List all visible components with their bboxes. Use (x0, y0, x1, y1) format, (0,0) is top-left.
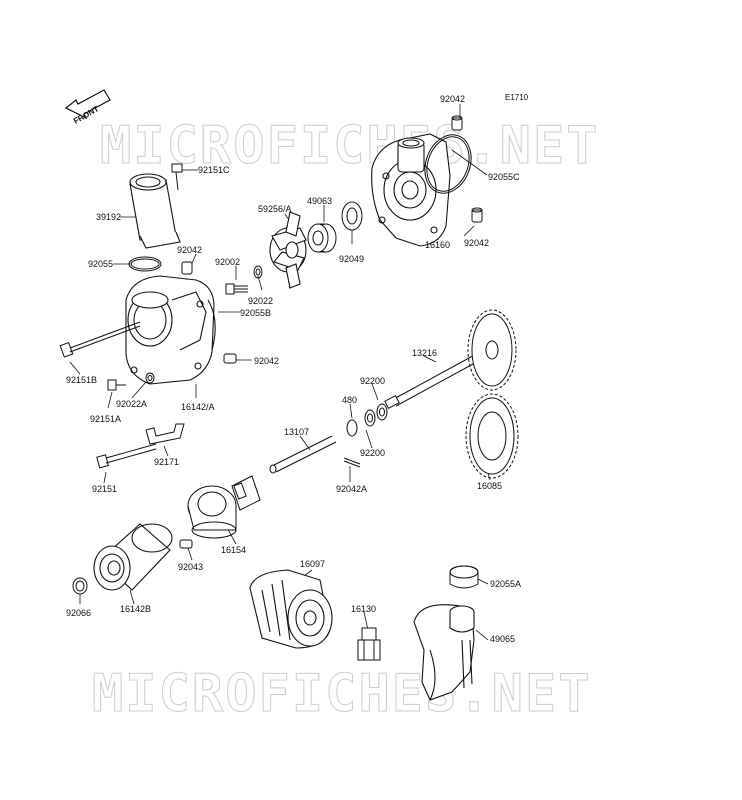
part-label: 13107 (284, 427, 310, 437)
part-label: 92049 (339, 254, 365, 264)
part-label: 92151C (198, 165, 230, 175)
watermark-bottom: MICROFICHES.NET (92, 664, 592, 724)
pump-body-16142A (125, 275, 216, 385)
filter-16142B (93, 523, 173, 591)
part-label: 16097 (300, 559, 326, 569)
gear-13216 (467, 309, 517, 391)
part-label: 49063 (307, 196, 333, 206)
part-label: 59256/A (258, 204, 292, 214)
part-label: 49065 (490, 634, 516, 644)
fitting-39192 (129, 173, 181, 249)
dowel-pin-92042-right (471, 207, 483, 223)
washer-92200-upper (376, 403, 388, 421)
part-label: 92042 (254, 356, 280, 366)
dowel-pin-92042-top (451, 115, 463, 131)
part-label: 92151A (90, 414, 122, 424)
part-label: 39192 (96, 212, 122, 222)
o-ring-92055C (424, 134, 472, 194)
part-label: 92043 (178, 562, 204, 572)
gear-16085 (465, 393, 519, 479)
part-label: 92055C (488, 172, 520, 182)
pin-92042A (343, 457, 361, 468)
part-label: 92022 (248, 296, 274, 306)
part-label: 92042 (440, 94, 466, 104)
part-label: 92066 (66, 608, 92, 618)
shaft-13107 (269, 435, 337, 474)
front-arrow-icon (64, 89, 111, 120)
part-label: 16142/A (181, 402, 215, 412)
impeller-59256A (269, 211, 307, 289)
seal-92066 (72, 577, 88, 595)
part-label: 92022A (116, 399, 148, 409)
washer-92022 (253, 265, 263, 279)
bolt-92151B (59, 321, 141, 358)
bracket-92171 (145, 423, 185, 445)
diagram-code: E1710 (505, 93, 529, 102)
shaft-13216 (384, 351, 485, 410)
washer-92022A (145, 372, 155, 384)
part-label: 92151B (66, 375, 98, 385)
watermark-top: MICROFICHES.NET (100, 116, 600, 176)
part-label: 92055 (88, 259, 114, 269)
oil-filter-16097 (249, 569, 333, 649)
part-label: 92042A (336, 484, 368, 494)
part-label: 92151 (92, 484, 118, 494)
part-label: 92042 (464, 238, 490, 248)
part-label: 16085 (477, 481, 503, 491)
dowel-pin-92042-upper-left (181, 261, 193, 275)
oil-seal-92049 (341, 201, 363, 231)
part-label: 13216 (412, 348, 438, 358)
bolt-92151 (96, 443, 157, 469)
fitting-16130 (357, 627, 381, 661)
bolt-92151C (171, 163, 183, 191)
part-label: 16160 (425, 240, 451, 250)
part-label: 16142B (120, 604, 152, 614)
part-label: 92055A (490, 579, 522, 589)
part-label: 16130 (351, 604, 377, 614)
oil-pump-rotor-16154 (187, 475, 261, 539)
part-label: 92042 (177, 245, 203, 255)
part-label: 92200 (360, 376, 386, 386)
washer-92200-lower (364, 409, 376, 427)
part-label: 92002 (215, 257, 241, 267)
part-label: 92200 (360, 448, 386, 458)
strainer-49065 (413, 604, 475, 701)
part-label: 92055B (240, 308, 272, 318)
pump-cover-16160 (371, 133, 451, 247)
bolt-92002 (225, 283, 248, 295)
part-label: 16154 (221, 545, 247, 555)
part-label: 480 (342, 395, 358, 405)
part-label: 92171 (154, 457, 180, 467)
mechanical-seal-49063 (307, 223, 337, 253)
circlip-480 (346, 419, 358, 437)
cap-92055A (449, 565, 479, 589)
bolt-92151A (107, 379, 126, 391)
o-ring-92055 (128, 256, 162, 272)
pin-92043 (179, 539, 193, 549)
dowel-pin-92042-mid (223, 353, 237, 364)
